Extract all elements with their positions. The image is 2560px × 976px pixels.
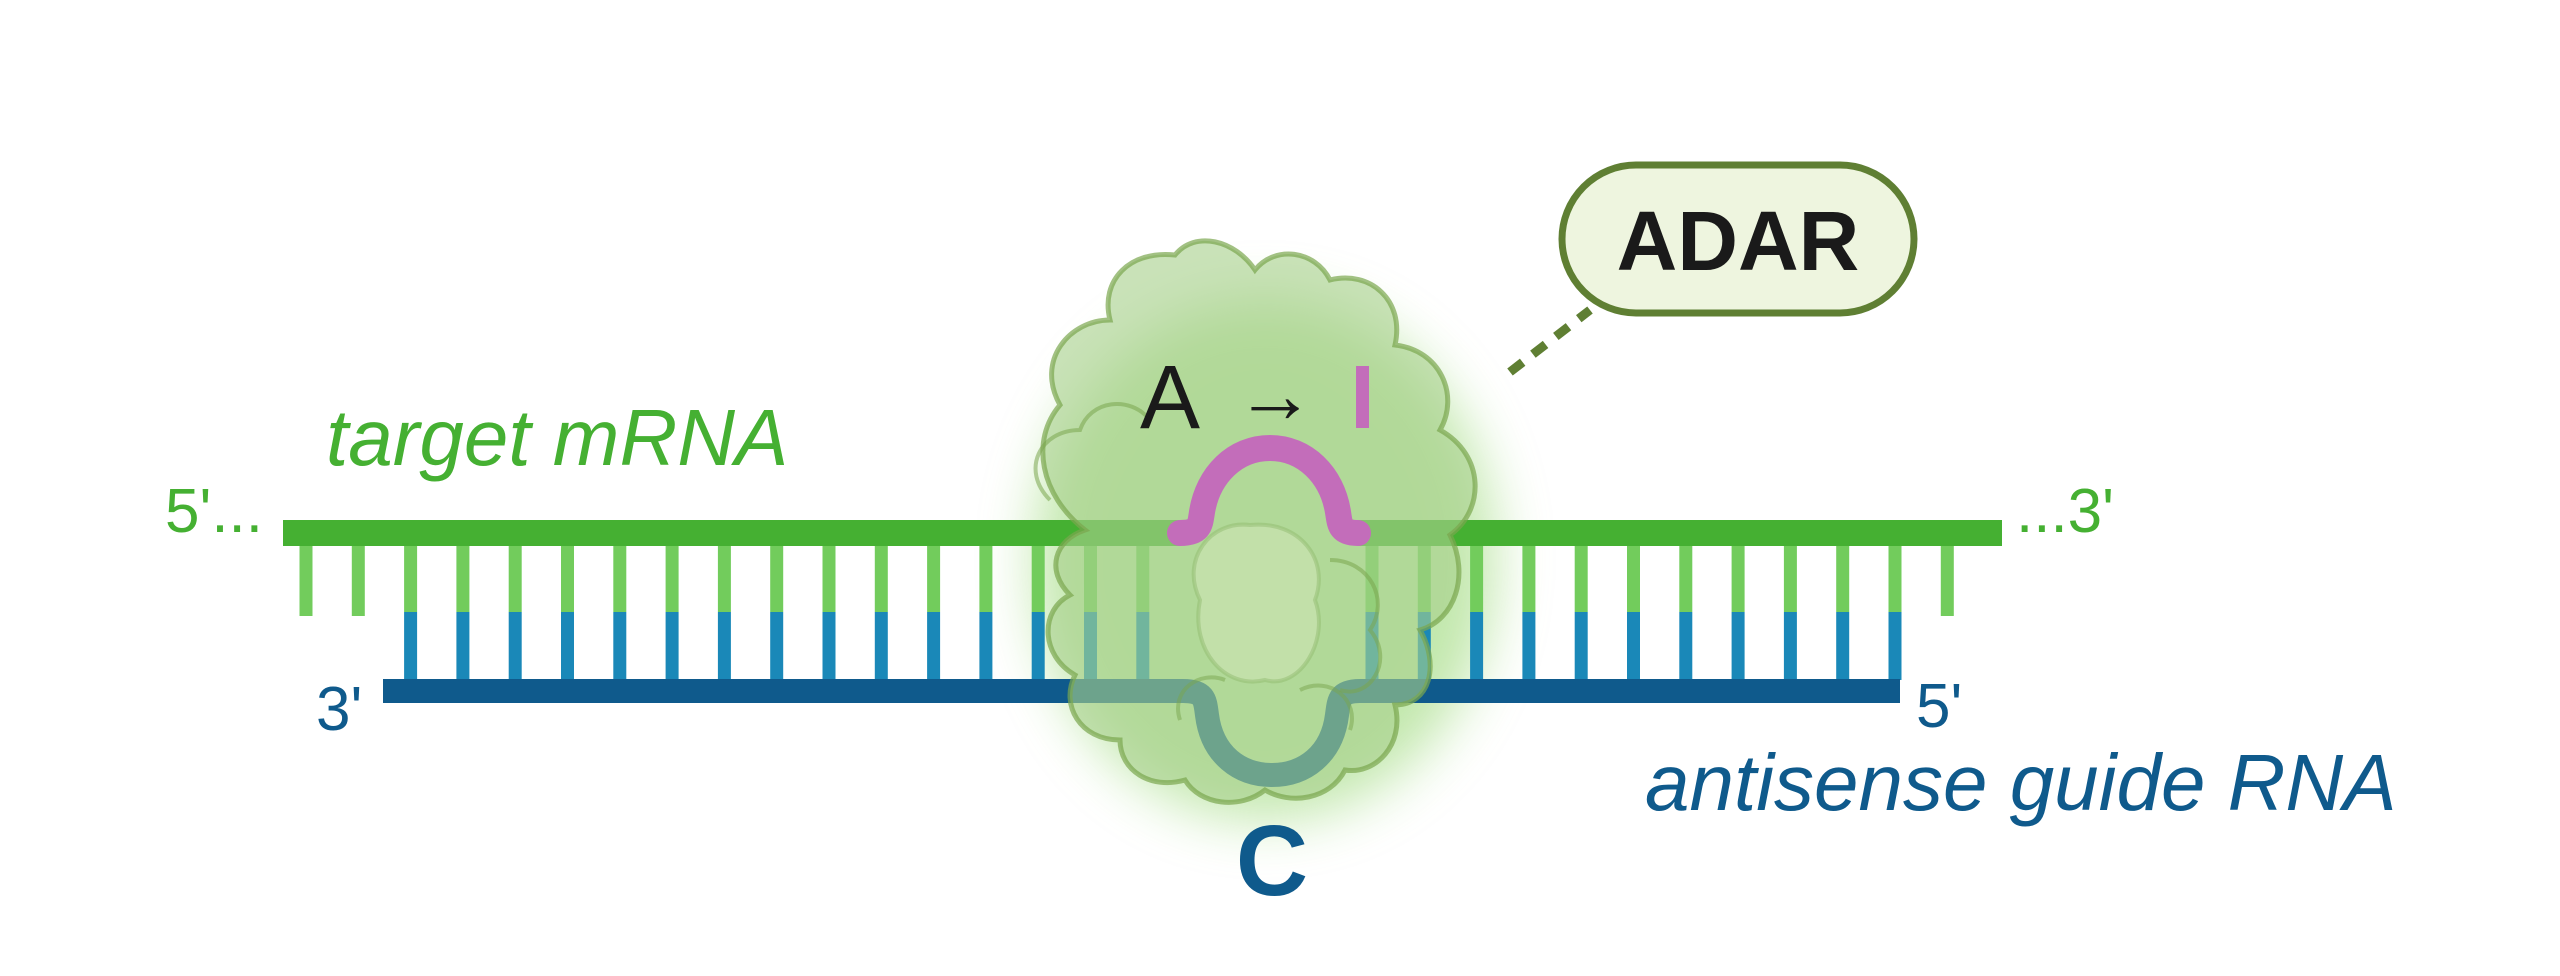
guide-base-tick <box>508 612 522 680</box>
guide-base-tick <box>1783 612 1797 680</box>
mrna-backbone <box>283 520 2002 546</box>
guide-base-tick <box>927 612 941 680</box>
edit-to-base: I <box>1350 348 1375 448</box>
guide-base-tick <box>1888 612 1902 680</box>
mrna-base-tick <box>1679 546 1693 612</box>
guide-base-tick <box>1574 612 1588 680</box>
guide-base-tick <box>874 612 888 680</box>
edit-from-base: A <box>1140 348 1200 448</box>
adar-callout: ADAR <box>1507 161 1918 376</box>
mrna-base-tick <box>1627 546 1640 612</box>
mrna-base-tick <box>561 546 574 612</box>
guide-base-tick <box>561 612 574 680</box>
guide-base-tick <box>717 612 731 680</box>
mrna-base-ticks <box>299 546 1954 616</box>
mrna-base-tick <box>979 546 993 612</box>
inosine-bulge-icon <box>1167 434 1371 546</box>
guide-base-tick <box>1836 612 1850 680</box>
mrna-base-tick <box>1940 546 1954 616</box>
guide-base-tick <box>456 612 470 680</box>
guide-base-tick <box>770 612 784 680</box>
mrna-base-tick <box>1783 546 1797 612</box>
mrna-base-tick <box>1470 546 1484 612</box>
guide-base-tick <box>1470 612 1484 680</box>
guide-base-tick <box>613 612 627 680</box>
guide-base-tick <box>1679 612 1693 680</box>
mrna-five-prime-label: 5'... <box>165 477 263 546</box>
guide-base-tick <box>1031 612 1045 680</box>
mismatch-base-label: C <box>1236 805 1308 917</box>
adar-label: ADAR <box>1617 194 1860 288</box>
mrna-base-tick <box>1031 546 1045 612</box>
mrna-base-tick <box>508 546 522 612</box>
target-mrna-label: target mRNA <box>326 393 788 482</box>
adar-enzyme-blob-icon <box>1033 238 1478 805</box>
mrna-base-tick <box>927 546 941 612</box>
mrna-base-tick <box>404 546 418 612</box>
mrna-base-tick <box>351 546 365 616</box>
edit-arrow: → <box>1235 350 1315 439</box>
guide-base-tick <box>665 612 679 680</box>
mrna-base-tick <box>1836 546 1850 612</box>
mrna-base-tick <box>717 546 731 612</box>
mrna-base-tick <box>613 546 627 612</box>
guide-base-tick <box>979 612 993 680</box>
guide-base-tick <box>404 612 418 680</box>
mrna-base-tick <box>1888 546 1902 612</box>
guide-base-tick <box>1627 612 1640 680</box>
mrna-base-tick <box>665 546 679 612</box>
mrna-base-tick <box>1731 546 1745 612</box>
mrna-base-tick <box>822 546 836 612</box>
antisense-guide-label: antisense guide RNA <box>1645 738 2397 827</box>
guide-five-prime-label: 5' <box>1916 672 1962 741</box>
mrna-base-tick <box>456 546 470 612</box>
guide-base-tick <box>1731 612 1745 680</box>
mrna-base-tick <box>874 546 888 612</box>
guide-base-tick <box>822 612 836 680</box>
guide-base-tick <box>1522 612 1536 680</box>
mrna-base-tick <box>770 546 784 612</box>
mrna-base-tick <box>1522 546 1536 612</box>
guide-three-prime-label: 3' <box>316 675 362 744</box>
mrna-three-prime-label: ...3' <box>2016 477 2114 546</box>
edit-annotation: A → I <box>1140 348 1375 448</box>
mrna-base-tick <box>1574 546 1588 612</box>
mrna-base-tick <box>299 546 313 616</box>
